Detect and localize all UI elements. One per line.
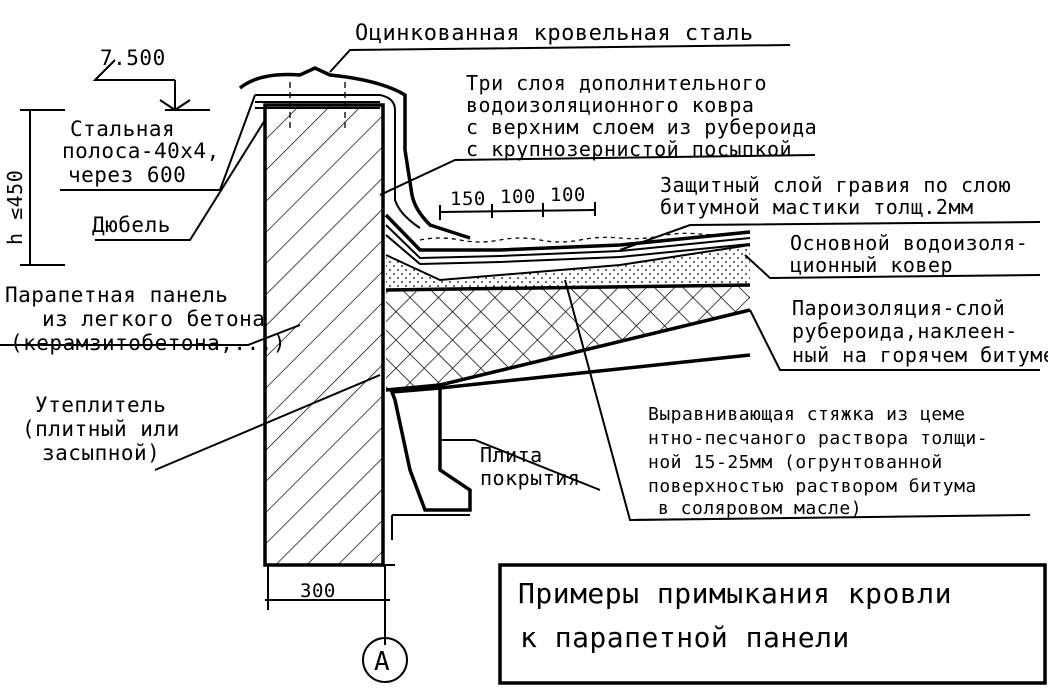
label-main-waterproofing-2: ционный ковер: [790, 253, 953, 277]
label-screed-2: нтно-песчаного раствора толщи-: [648, 428, 988, 449]
label-screed-5: в соляровом масле): [658, 498, 862, 519]
label-main-waterproofing-1: Основной водоизоля-: [790, 231, 1028, 255]
axis-label: А: [374, 647, 390, 677]
drawing-title-line-2: к парапетной панели: [520, 621, 850, 654]
label-three-layers-1: Три слоя дополнительного: [466, 71, 767, 95]
label-screed-4: поверхностью раствором битума: [648, 476, 977, 497]
label-vapor-2: рубероида,наклеен-: [792, 319, 1018, 343]
parapet-panel: [263, 103, 395, 567]
label-steel-strip-1: Стальная: [70, 117, 175, 141]
label-vapor-3: ный на горячем битуме: [792, 343, 1048, 367]
label-parapet-3: (керамзитобетона,...): [10, 331, 286, 355]
galvanized-cap-flashing: [238, 66, 471, 240]
label-slab-1: Плита: [480, 443, 543, 467]
width-dimension: [265, 565, 390, 645]
waterproofing-carpet: [384, 213, 751, 266]
label-dim-100a: 100: [500, 186, 536, 208]
label-insulation-2: (плитный или: [22, 417, 180, 441]
label-three-layers-3: с верхним слоем из рубероида: [466, 115, 817, 139]
label-gravel-2: битумной мастики толщ.2мм: [660, 195, 974, 219]
leader-lines: [0, 44, 1041, 522]
label-galvanized-steel: Оцинкованная кровельная сталь: [355, 21, 754, 46]
spacing-dimension-line: [439, 202, 596, 220]
drawing-title-line-1: Примеры примыкания кровли: [518, 577, 952, 610]
label-dim-100b: 100: [550, 184, 586, 206]
roof-slab: [389, 353, 751, 540]
label-screed-1: Выравнивающая стяжка из цеме: [648, 404, 965, 425]
label-steel-strip-2: полоса-40х4,: [62, 139, 220, 163]
label-height-dimension: h ≤450: [3, 170, 27, 245]
label-dim-150: 150: [450, 188, 486, 210]
label-insulation-1: Утеплитель: [35, 393, 166, 417]
levelling-screed: [385, 244, 751, 290]
label-vapor-1: Пароизоляция-слой: [792, 296, 1005, 320]
label-three-layers-2: водоизоляционного ковра: [466, 93, 754, 117]
label-elevation: 7.500: [100, 46, 166, 70]
label-steel-strip-3: через 600: [68, 163, 186, 187]
label-three-layers-4: с крупнозернистой посыпкой: [466, 137, 792, 161]
axis-marker-circle: [362, 637, 408, 683]
label-parapet-2: из легкого бетона: [42, 307, 265, 331]
label-screed-3: ной 15-25мм (огрунтованной: [648, 452, 943, 473]
label-slab-2: покрытия: [480, 466, 580, 490]
title-frame: [498, 563, 1047, 685]
height-dimension: [20, 109, 65, 266]
label-gravel-1: Защитный слой гравия по слою: [660, 173, 1011, 197]
label-dim-300: 300: [300, 580, 336, 602]
label-insulation-3: засыпной): [42, 441, 160, 465]
label-dowel: Дюбель: [92, 213, 171, 237]
label-parapet-1: Парапетная панель: [5, 283, 228, 307]
